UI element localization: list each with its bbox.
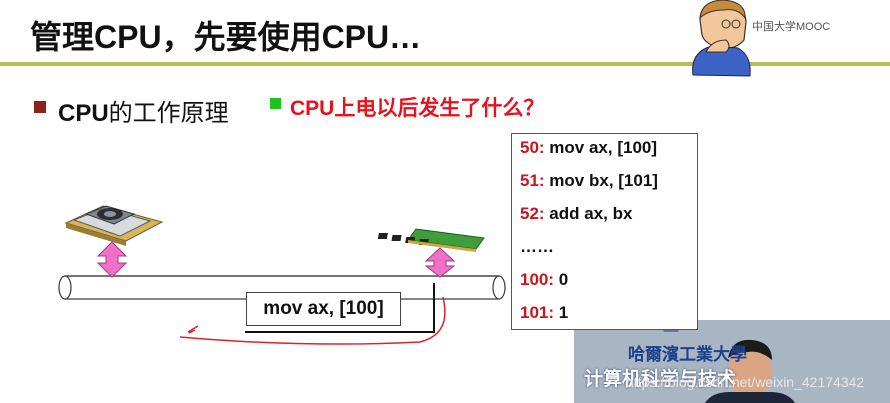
red-annotation-stroke [179,296,446,345]
slide-title: 管理CPU，先要使用CPU… [30,19,422,55]
memory-address: 101: [520,303,555,322]
cpu-chip-icon [64,205,164,246]
csdn-watermark: https://blog.csdn.net/weixin_42174342 [626,374,865,390]
memory-row: 52: add ax, bx [520,204,632,224]
green-bullet-icon [270,98,281,109]
memory-content: mov bx, [101] [544,171,658,190]
memory-row: …… [520,237,554,257]
memory-content: …… [520,237,554,256]
video-school-name: 哈爾濱工業大學 [628,345,747,364]
memory-address: 51: [520,171,545,190]
bullet-cpu-principle: CPU的工作原理 [58,93,229,128]
cpu-bus-arrow-icon [96,241,128,278]
data-path-line [245,283,435,333]
memory-bus-arrow-icon [424,247,456,278]
memory-content: add ax, bx [544,204,633,223]
memory-content: mov ax, [100] [544,138,658,157]
memory-listing-box: 50: mov ax, [100] 51: mov bx, [101] 52: … [511,133,698,330]
video-department-name: 计算机科学与技术 [584,369,737,390]
memory-stick-icon [377,228,485,252]
memory-row: 50: mov ax, [100] [520,138,657,158]
presenter-video-figure [574,320,890,403]
memory-address: 100: [520,270,555,289]
mooc-logo-text: 中国大学MOOC [752,21,831,33]
memory-address: 52: [520,204,545,223]
memory-content: 1 [554,303,569,322]
memory-row: 100: 0 [520,270,568,290]
memory-row: 51: mov bx, [101] [520,171,658,191]
memory-content: 0 [554,270,569,289]
title-underline [0,62,890,66]
bullet-cpu-bold: CPU [58,100,109,127]
bullet-square-icon [34,101,46,113]
memory-address: 50: [520,138,545,157]
red-pen-mark [187,325,199,334]
memory-row: 101: 1 [520,303,568,323]
fetched-instruction-box: mov ax, [100] [246,292,401,326]
bullet-power-on-question: CPU上电以后发生了什么？ [290,97,545,120]
thinking-person-icon [692,0,751,77]
bullet-cpu-rest: 的工作原理 [108,100,229,127]
